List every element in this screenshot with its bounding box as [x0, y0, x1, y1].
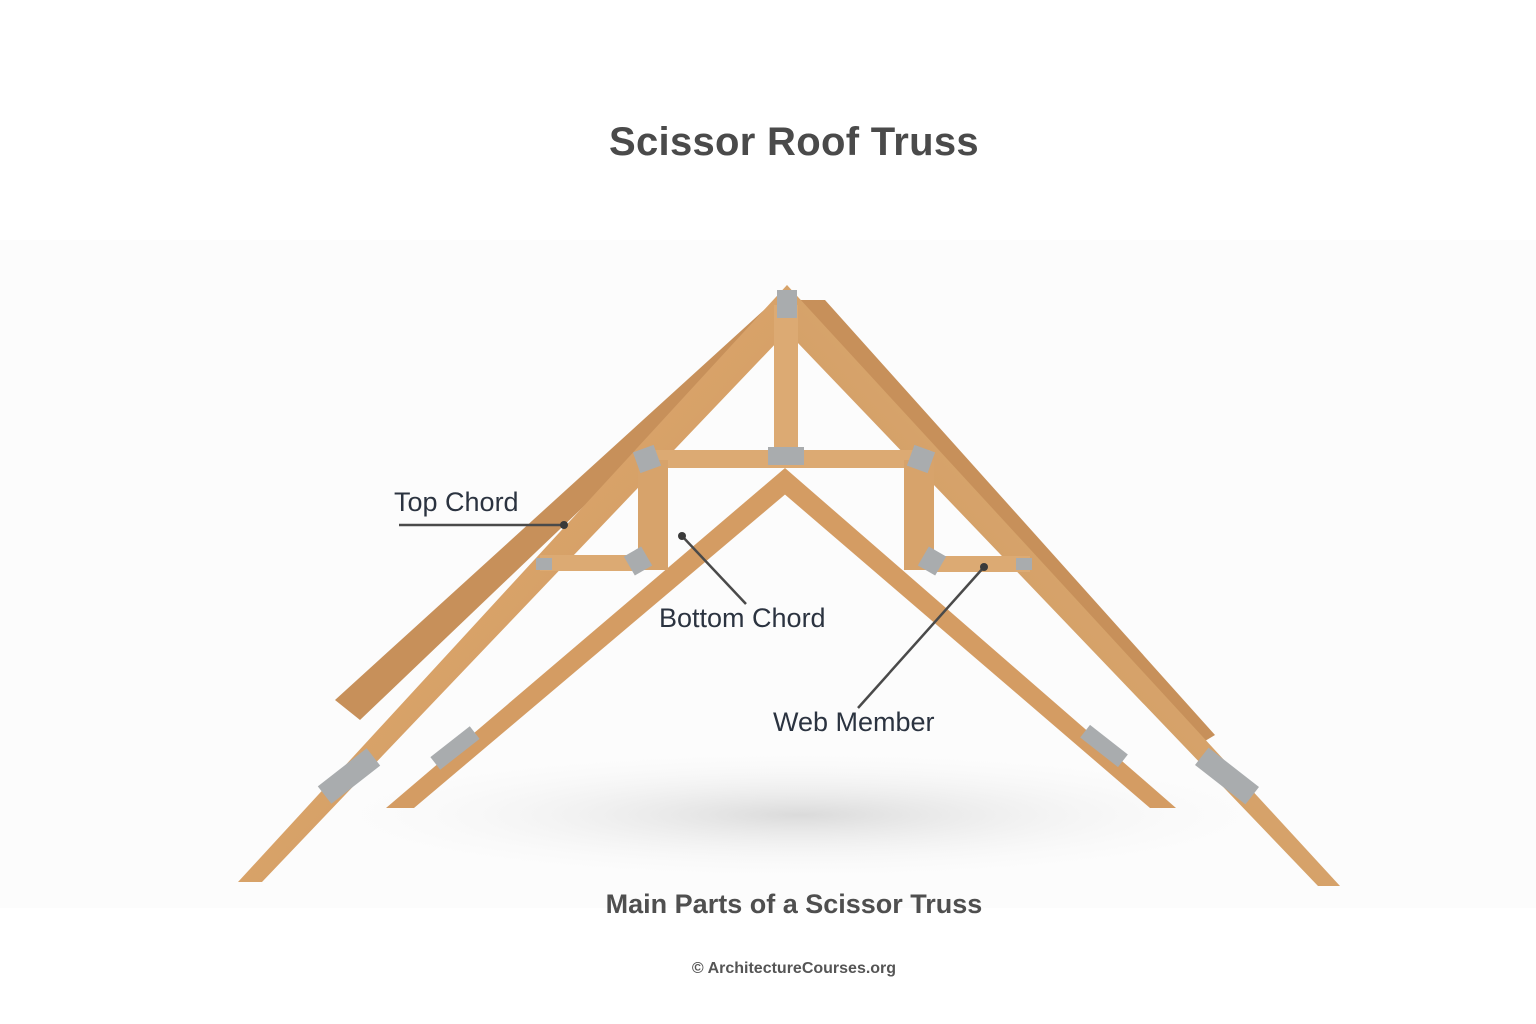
leader-web-member [857, 566, 985, 709]
floor-shadow [280, 745, 1320, 885]
leader-dot-web-member [980, 563, 988, 571]
leader-dot-top-chord [560, 521, 568, 529]
gusset-plate-apex [777, 290, 797, 318]
top-chord-right [774, 285, 1340, 886]
gusset-plate-heel-left-2 [430, 726, 480, 770]
leader-lines [399, 523, 985, 709]
gusset-plate-right-lower [917, 546, 947, 576]
gusset-plate-heel-right-2 [1080, 724, 1128, 768]
gusset-plate-left-web-end [536, 558, 552, 570]
copyright-credit: © ArchitectureCourses.org [691, 960, 897, 977]
gusset-plate-heel-left-1 [317, 748, 381, 804]
label-web-member: Web Member [773, 707, 935, 737]
top-chord-left [238, 285, 800, 882]
diagram-title: Scissor Roof Truss [609, 120, 979, 164]
leader-dot-bottom-chord [678, 532, 686, 540]
gusset-plate-left-lower [623, 546, 653, 576]
label-top-chord: Top Chord [394, 487, 519, 517]
gusset-plate-left-upper [632, 444, 662, 474]
bottom-chord-left [386, 468, 788, 808]
gusset-plate-heel-right-1 [1195, 747, 1259, 805]
gusset-plate-right-upper [906, 444, 936, 474]
leader-bottom-chord [681, 535, 747, 605]
gusset-plate-right-web-end [1016, 558, 1032, 570]
label-bottom-chord: Bottom Chord [659, 603, 826, 633]
bottom-chord-right [782, 468, 1176, 808]
king-post [774, 305, 798, 465]
diagram-caption: Main Parts of a Scissor Truss [605, 889, 983, 919]
gusset-plate-center [768, 447, 804, 465]
lower-web-left [540, 555, 640, 571]
